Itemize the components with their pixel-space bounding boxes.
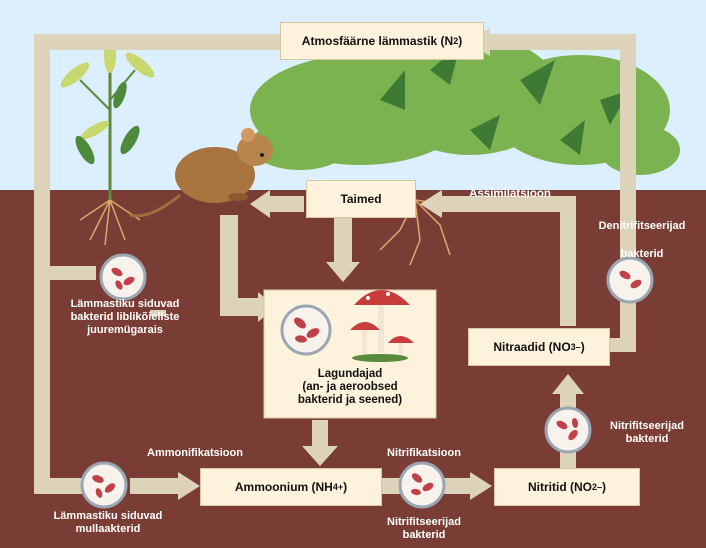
soil-bacteria-label: Lämmastiku siduvad mullaakterid [38, 510, 178, 536]
decomposers-line-2: (an- ja aeroobsed [270, 381, 430, 394]
atmosphere-label: Atmosfäärne lämmastik (N [302, 34, 453, 48]
nitrifying-bacteria-bottom-label: Nitrifitseerijad bakterid [364, 516, 484, 542]
legume-line-2: bakterid liblikõieliste [50, 311, 200, 324]
ammonification-text: Ammonifikatsioon [147, 447, 243, 459]
bacteria-icon-nitrite [546, 408, 590, 452]
bacteria-icon-legume [101, 255, 145, 299]
nitrates-label: Nitraadid (NO [493, 340, 570, 354]
plants-label: Taimed [340, 192, 381, 206]
nitrates-close: ) [581, 340, 585, 354]
ammonification-label: Ammonifikatsioon [120, 447, 270, 460]
atmosphere-close: ) [458, 34, 462, 48]
soil-bacteria-line-1: Lämmastiku siduvad [38, 510, 178, 523]
legume-line-1: Lämmastiku siduvad [50, 298, 200, 311]
nitrifying-bottom-line-2: bakterid [364, 529, 484, 542]
legume-bacteria-label: Lämmastiku siduvad bakterid liblikõielis… [50, 298, 200, 337]
ammonium-label: Ammoonium (NH [235, 480, 333, 494]
bacteria-icon-soil [82, 463, 126, 507]
nitrifying-right-line-1: Nitrifitseerijad [592, 420, 702, 433]
decomposers-line-1: Lagundajad [270, 368, 430, 381]
nitrification-text: Nitrifikatsioon [387, 447, 461, 459]
plants-node: Taimed [306, 180, 416, 218]
denitrifying-line-1: Denitrifitseerijad [582, 212, 702, 240]
nitrites-close: ) [602, 480, 606, 494]
assimilation-label: Assimilatsioon [450, 188, 570, 201]
soil-bacteria-line-2: mullaakterid [38, 523, 178, 536]
bacteria-icon-nitrification [400, 463, 444, 507]
legume-line-3: juuremügarais [50, 324, 200, 337]
denitrifying-bacteria-label: Denitrifitseerijad bakterid [582, 212, 702, 268]
bacteria-icon-decomposers [282, 306, 330, 354]
nitrifying-right-line-2: bakterid [592, 433, 702, 446]
decomposers-line-3: bakterid ja seened) [270, 394, 430, 407]
decomposers-label: Lagundajad (an- ja aeroobsed bakterid ja… [270, 368, 430, 407]
nitrifying-bacteria-right-label: Nitrifitseerijad bakterid [592, 420, 702, 446]
assimilation-text: Assimilatsioon [469, 188, 551, 200]
nitrification-label: Nitrifikatsioon [364, 447, 484, 460]
ammonium-close: ) [343, 480, 347, 494]
nitrifying-bottom-line-1: Nitrifitseerijad [364, 516, 484, 529]
nitrites-label: Nitritid (NO [528, 480, 592, 494]
denitrifying-line-2: bakterid [582, 240, 702, 268]
